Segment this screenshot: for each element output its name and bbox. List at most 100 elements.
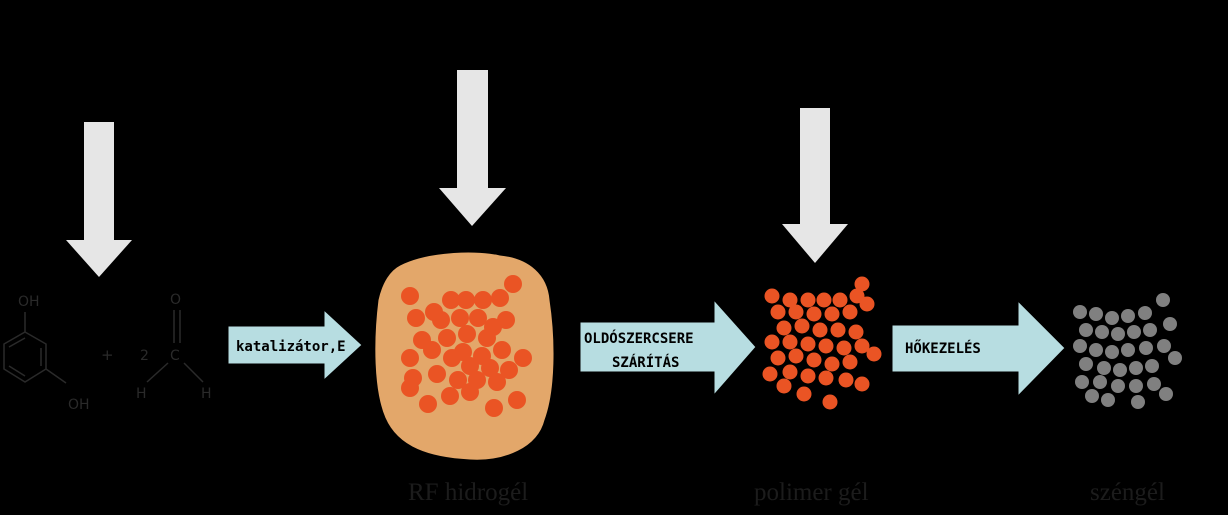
polymer-particle bbox=[782, 292, 798, 308]
carbon-particle bbox=[1075, 375, 1089, 389]
hydrogel-particle bbox=[449, 371, 467, 389]
hydrogel-particle bbox=[504, 275, 522, 293]
down-arrow-hydrogel bbox=[439, 70, 506, 226]
plus-sign: + bbox=[101, 346, 114, 364]
caption-polymer-gel: polimer gél bbox=[754, 479, 869, 506]
hydrogel-particle bbox=[419, 395, 437, 413]
hydrogel-particle bbox=[491, 289, 509, 307]
polymer-particle bbox=[812, 322, 828, 338]
polymer-particle bbox=[854, 338, 870, 354]
oh-top-label: OH bbox=[18, 294, 40, 310]
hydrogel-particle bbox=[514, 349, 532, 367]
carbon-particle bbox=[1129, 379, 1143, 393]
polymer-particle bbox=[770, 350, 786, 366]
carbon-particle bbox=[1111, 379, 1125, 393]
hydrogel-particle bbox=[461, 383, 479, 401]
polymer-particle bbox=[764, 334, 780, 350]
hydrogel-particle bbox=[497, 311, 515, 329]
hydrogel-particle bbox=[407, 309, 425, 327]
hydrogel-particle bbox=[401, 287, 419, 305]
benzene-ring bbox=[3, 331, 47, 383]
hydrogel-particle bbox=[432, 311, 450, 329]
benzene-inner-bond bbox=[8, 365, 26, 377]
carbon-particle bbox=[1157, 339, 1171, 353]
hydrogel-particle bbox=[474, 291, 492, 309]
resorcinol-molecule: OH OH bbox=[3, 294, 90, 413]
step3-arrow: HŐKEZELÉS bbox=[891, 299, 1066, 398]
hydrogel-particle bbox=[401, 349, 419, 367]
polymer-particle bbox=[842, 304, 858, 320]
polymer-particle bbox=[842, 354, 858, 370]
carbon-particle bbox=[1159, 387, 1173, 401]
polymer-particle bbox=[776, 378, 792, 394]
polymer-particle bbox=[776, 320, 792, 336]
step2-label-line2: SZÁRÍTÁS bbox=[612, 354, 679, 371]
polymer-particle bbox=[800, 336, 816, 352]
carbon-particle bbox=[1105, 311, 1119, 325]
polymer-particle bbox=[859, 296, 875, 312]
carbon-particle bbox=[1089, 343, 1103, 357]
polymer-particle bbox=[788, 348, 804, 364]
polymer-particle bbox=[762, 366, 778, 382]
hydrogel-particle bbox=[469, 309, 487, 327]
hydrogel-particle bbox=[451, 309, 469, 327]
carbon-particle bbox=[1131, 395, 1145, 409]
carbon-particle bbox=[1073, 305, 1087, 319]
carbon-particle bbox=[1139, 341, 1153, 355]
step3-label: HŐKEZELÉS bbox=[905, 339, 981, 357]
carbon-particle bbox=[1121, 343, 1135, 357]
hydrogel-particle bbox=[478, 329, 496, 347]
hydrogel-particle bbox=[428, 365, 446, 383]
rf-hydrogel bbox=[374, 251, 555, 461]
hydrogel-particle bbox=[493, 341, 511, 359]
polymer-particle bbox=[764, 288, 780, 304]
polymer-particle bbox=[782, 334, 798, 350]
carbon-particle bbox=[1147, 377, 1161, 391]
hydrogel-particle bbox=[485, 399, 503, 417]
ch-left-bond bbox=[146, 362, 169, 383]
hydrogel-particle bbox=[458, 325, 476, 343]
carbon-particle bbox=[1073, 339, 1087, 353]
polymer-particle bbox=[824, 306, 840, 322]
carbon-particle bbox=[1095, 325, 1109, 339]
polymer-particle bbox=[818, 338, 834, 354]
oxygen-label: O bbox=[170, 292, 181, 308]
hydrogel-particle bbox=[454, 343, 472, 361]
hydrogel-particle bbox=[461, 357, 479, 375]
formaldehyde-coefficient: 2 bbox=[140, 348, 149, 364]
polymer-particle bbox=[782, 364, 798, 380]
polymer-particle bbox=[832, 292, 848, 308]
carbon-particle bbox=[1089, 307, 1103, 321]
down-arrow-reactants bbox=[66, 122, 132, 277]
carbon-particle bbox=[1079, 323, 1093, 337]
polymer-particle bbox=[770, 304, 786, 320]
step2-arrow: OLDÓSZERCSERE SZÁRÍTÁS bbox=[579, 298, 757, 397]
hydrogel-particle bbox=[473, 347, 491, 365]
polymer-particle bbox=[796, 386, 812, 402]
polymer-particle bbox=[838, 372, 854, 388]
polymer-particle bbox=[854, 276, 870, 292]
polymer-particle bbox=[822, 394, 838, 410]
hydrogel-particle bbox=[457, 291, 475, 309]
carbon-gel-particles bbox=[1073, 293, 1182, 409]
formaldehyde-molecule: 2 O C H H bbox=[136, 292, 212, 402]
step1-arrow: katalizátor,E bbox=[227, 308, 363, 382]
polymer-particle bbox=[848, 324, 864, 340]
carbon-particle bbox=[1093, 375, 1107, 389]
carbon-particle bbox=[1156, 293, 1170, 307]
hydrogel-particle bbox=[508, 391, 526, 409]
hydrogel-particle bbox=[438, 329, 456, 347]
polymer-particle bbox=[866, 346, 882, 362]
oh-bottom-label: OH bbox=[68, 397, 90, 413]
carbon-particle bbox=[1129, 361, 1143, 375]
polymer-gel-particles bbox=[762, 276, 882, 410]
hydrogel-particle bbox=[423, 341, 441, 359]
polymer-particle bbox=[849, 288, 865, 304]
polymer-particle bbox=[854, 376, 870, 392]
hydrogel-particle bbox=[401, 379, 419, 397]
polymer-particle bbox=[788, 304, 804, 320]
polymer-particle bbox=[824, 356, 840, 372]
caption-carbon-gel: széngél bbox=[1090, 479, 1165, 506]
h-left-label: H bbox=[136, 386, 147, 402]
